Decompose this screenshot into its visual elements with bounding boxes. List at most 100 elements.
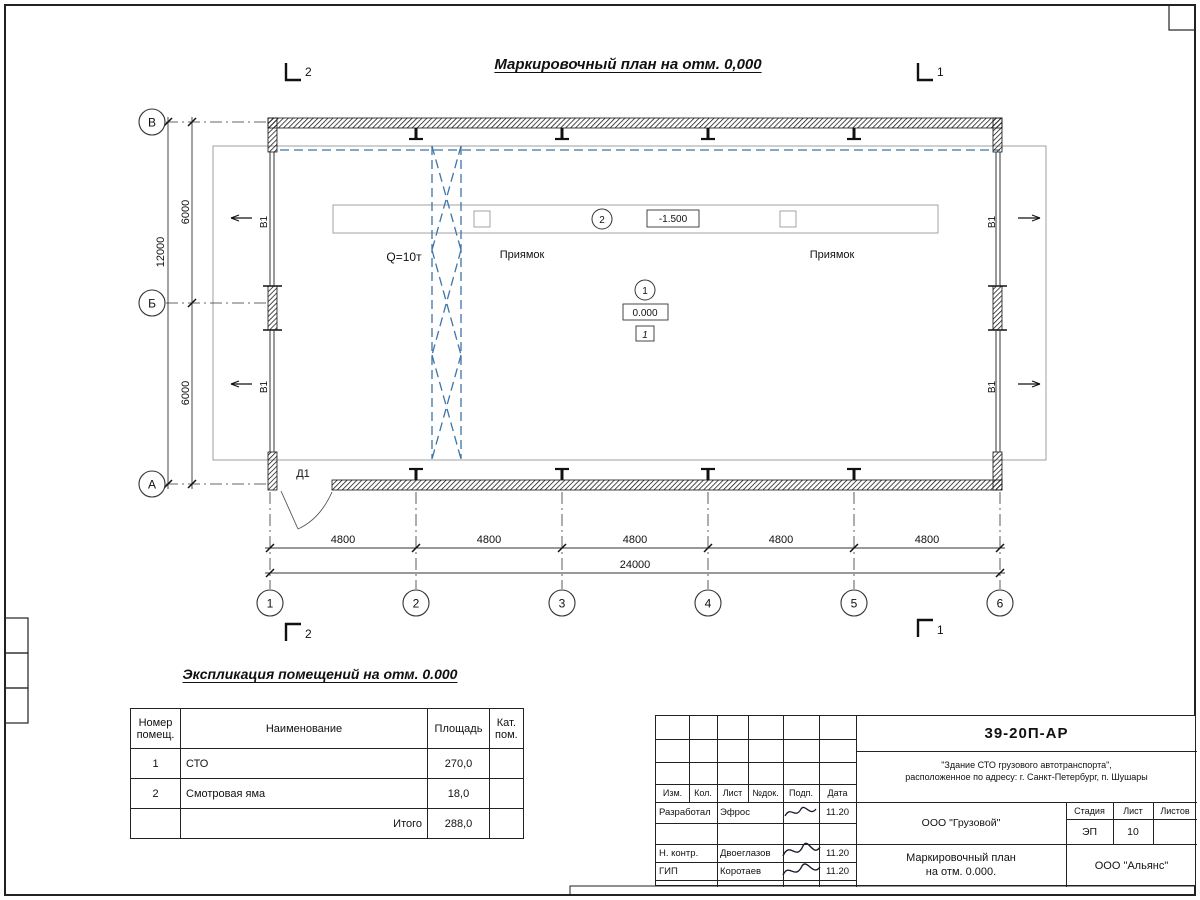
pit-label: Приямок: [500, 249, 545, 261]
window-mark: В1: [987, 380, 998, 393]
section-label: 2: [305, 65, 312, 79]
tb-name: Двоеглазов: [720, 847, 771, 859]
plan-labels: Q=10т Приямок Приямок В1 В1 В1 В1 Д1: [259, 215, 998, 480]
wall-stub-tr: [992, 117, 1003, 153]
section-marks: [284, 63, 933, 641]
wall-stub-tl: [267, 117, 278, 153]
column-marks: [409, 128, 861, 480]
wall-stub-br: [992, 451, 1003, 491]
axis-row-label: Б: [148, 297, 156, 311]
sheet-label: Лист: [1123, 805, 1143, 816]
marker-labels: 2 -1.500 1 0.000 1: [599, 214, 687, 341]
level-value: -1.500: [659, 214, 688, 225]
section-label: 2: [305, 627, 312, 641]
axis-bubbles: [138, 108, 1014, 617]
dim-label: 4800: [769, 534, 793, 546]
table-row: 1 СТО 270,0: [130, 748, 524, 779]
dimension-ticks: [163, 117, 1005, 578]
wall-pilaster-left: [267, 285, 278, 331]
corner-registration-box: [1168, 4, 1196, 31]
tb-col-dok: №док.: [752, 788, 779, 798]
project-description: "Здание СТО грузового автотранспорта", р…: [905, 760, 1148, 782]
tb-col-kol: Кол.: [694, 788, 712, 798]
left-stamp-box-3: [4, 687, 29, 724]
sheet-value: 10: [1127, 825, 1139, 838]
walls: [267, 117, 1003, 491]
dim-label: 4800: [915, 534, 939, 546]
table-header-row: Номер помещ. Наименование Площадь Кат. п…: [130, 708, 524, 749]
crane-capacity-label: Q=10т: [386, 250, 422, 264]
room-name: СТО: [180, 748, 428, 779]
pit-zone: [332, 204, 939, 234]
elevation-value: 0.000: [632, 308, 657, 319]
pit-left-square: [473, 210, 491, 228]
tb-name: Эфрос: [720, 807, 750, 818]
pit-band: [332, 204, 939, 234]
tb-role: ГИП: [659, 865, 678, 877]
col-header-cat: Кат. пом.: [489, 708, 524, 749]
dimension-lines: [167, 117, 1005, 574]
stage-value: ЭП: [1081, 825, 1098, 838]
dimension-labels: 4800 4800 4800 4800 4800 24000 6000 6000…: [155, 200, 939, 571]
sheet-frame: [4, 4, 1196, 896]
dim-label-total: 24000: [620, 559, 651, 571]
left-stamp-box-2: [4, 652, 29, 689]
room-number: 2: [130, 778, 181, 809]
tb-role: Разработал: [659, 807, 711, 818]
dim-label: 4800: [477, 534, 501, 546]
tb-col-data: Дата: [827, 788, 848, 798]
signature-icon: [782, 863, 821, 876]
level-marker: [591, 208, 700, 230]
flow-arrows: [230, 214, 1041, 388]
dim-label: 6000: [180, 200, 192, 224]
sheets-label: Листов: [1160, 805, 1190, 816]
room-marker-number: 1: [642, 286, 648, 297]
tb-role: Н. контр.: [659, 847, 699, 859]
window-mark: В1: [259, 215, 270, 228]
room-number: 1: [130, 748, 181, 779]
axis-col-label: 4: [705, 597, 712, 611]
axis-bubble-labels: В Б А 1 2 3 4 5 6: [148, 116, 1004, 611]
axis-col-label: 3: [559, 597, 566, 611]
level-marker-number: 2: [599, 215, 605, 226]
section-label: 1: [937, 623, 944, 637]
room-name: Смотровая яма: [180, 778, 428, 809]
axis-row-label: В: [148, 116, 156, 130]
axis-lines: [166, 121, 1001, 589]
wall-stub-bl: [267, 451, 278, 491]
table-total-row: Итого 288,0: [130, 808, 524, 839]
pilaster-caps: [263, 285, 1007, 331]
explication-table: Номер помещ. Наименование Площадь Кат. п…: [130, 708, 524, 839]
pit-label: Приямок: [810, 249, 855, 261]
axis-col-label: 6: [997, 597, 1004, 611]
section-label: 1: [937, 65, 944, 79]
axis-col-label: 1: [267, 597, 274, 611]
tb-date: 11.20: [825, 865, 850, 877]
customer-org: ООО "Грузовой": [921, 817, 1001, 829]
tb-col-izm: Изм.: [662, 788, 683, 798]
wall-pilaster-right: [992, 285, 1003, 331]
contractor-org: ООО "Альянс": [1094, 859, 1169, 872]
left-stamp-box-1: [4, 617, 29, 654]
dim-label: 4800: [623, 534, 647, 546]
tb-date: 11.20: [825, 847, 850, 859]
axis-row-label: А: [148, 478, 156, 492]
dim-label-total: 12000: [155, 237, 167, 268]
room-area: 270,0: [427, 748, 490, 779]
dim-label: 6000: [180, 381, 192, 405]
window-mark: В1: [259, 380, 270, 393]
col-header-name: Наименование: [180, 708, 428, 749]
room-marker: [622, 279, 669, 342]
title-block: Изм. Кол. Лист №док. Подп. Дата Разработ…: [655, 715, 1197, 887]
col-header-area: Площадь: [427, 708, 490, 749]
tb-date: 11.20: [825, 807, 850, 818]
tb-col-list: Лист: [722, 788, 743, 798]
axis-col-label: 2: [413, 597, 420, 611]
signature-icon: [784, 806, 817, 817]
crane-runway: [280, 145, 1000, 460]
pit-right-square: [779, 210, 797, 228]
wall-bottom: [331, 479, 1003, 491]
explication-title: Экспликация помещений на отм. 0.000: [182, 666, 458, 682]
